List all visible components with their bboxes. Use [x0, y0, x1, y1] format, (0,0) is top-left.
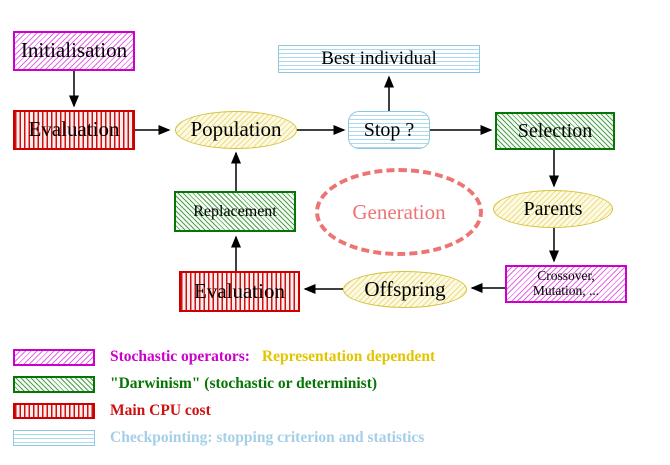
node-generation-label: Generation — [352, 199, 446, 224]
legend-swatch-stochastic-operators — [13, 349, 95, 366]
legend-label-darwinism: "Darwinism" (stochastic or determinist) — [110, 375, 378, 392]
legend-swatch-main-cpu-cost — [13, 403, 95, 419]
node-stop-label: Stop ? — [363, 119, 415, 141]
node-evaluation-bottom-label: Evaluation — [194, 278, 285, 303]
legend-label-main-cpu-cost: Main CPU cost — [110, 402, 211, 419]
node-initialisation: Initialisation — [13, 31, 135, 71]
node-parents: Parents — [493, 190, 613, 228]
node-population-label: Population — [190, 117, 282, 142]
legend-swatch-darwinism — [13, 376, 95, 393]
node-replacement-label: Replacement — [193, 202, 277, 220]
node-best-individual: Best individual — [278, 45, 480, 73]
node-crossover-label: Crossover, — [537, 268, 595, 284]
legend-label-representation-dependent: Representation dependent — [261, 348, 436, 365]
legend-label-checkpointing: Checkpointing: stopping criterion and st… — [110, 429, 425, 446]
node-initialisation-label: Initialisation — [20, 38, 128, 63]
legend-swatch-checkpointing — [13, 430, 95, 446]
legend-label-stochastic-operators-primary: Stochastic operators: — [110, 348, 250, 365]
node-parents-label: Parents — [523, 198, 583, 220]
node-selection: Selection — [495, 112, 615, 150]
node-population: Population — [175, 111, 297, 149]
node-offspring-label: Offspring — [364, 276, 446, 301]
node-best-individual-label: Best individual — [321, 47, 437, 69]
node-crossover-mutation: Crossover, Mutation, ... — [505, 265, 627, 303]
node-replacement: Replacement — [174, 191, 296, 232]
node-stop: Stop ? — [348, 111, 430, 149]
node-offspring: Offspring — [343, 271, 467, 308]
node-evaluation-bottom: Evaluation — [179, 271, 300, 312]
node-selection-label: Selection — [517, 120, 593, 142]
node-evaluation-top: Evaluation — [13, 110, 135, 150]
legend-label-stochastic-operators: Stochastic operators: Representation depe… — [110, 348, 435, 366]
node-mutation-label: Mutation, ... — [532, 283, 600, 298]
node-evaluation-top-label: Evaluation — [28, 117, 120, 142]
node-generation: Generation — [315, 168, 483, 256]
